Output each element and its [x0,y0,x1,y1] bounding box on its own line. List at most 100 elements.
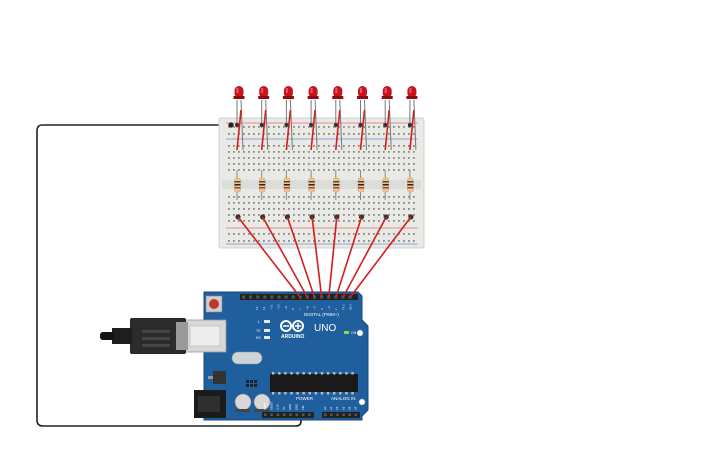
breadboard-hole[interactable] [228,133,230,135]
breadboard-hole[interactable] [258,220,260,222]
breadboard-hole[interactable] [303,126,305,128]
breadboard-hole[interactable] [368,169,370,171]
breadboard-hole[interactable] [348,126,350,128]
breadboard-hole[interactable] [343,133,345,135]
breadboard-hole[interactable] [313,133,315,135]
breadboard-hole[interactable] [368,145,370,147]
breadboard-hole[interactable] [243,169,245,171]
breadboard-hole[interactable] [403,133,405,135]
breadboard-hole[interactable] [393,126,395,128]
breadboard-hole[interactable] [328,220,330,222]
breadboard-hole[interactable] [278,214,280,216]
breadboard-hole[interactable] [358,240,360,242]
breadboard-hole[interactable] [298,133,300,135]
breadboard-hole[interactable] [373,220,375,222]
breadboard-hole[interactable] [258,240,260,242]
usb-cable-icon[interactable] [100,318,188,354]
breadboard-hole[interactable] [363,157,365,159]
breadboard-hole[interactable] [348,133,350,135]
breadboard-hole[interactable] [313,151,315,153]
breadboard-hole[interactable] [298,196,300,198]
breadboard-hole[interactable] [388,208,390,210]
breadboard-hole[interactable] [303,208,305,210]
breadboard-hole[interactable] [353,151,355,153]
breadboard-hole[interactable] [368,240,370,242]
breadboard-hole[interactable] [273,151,275,153]
breadboard-hole[interactable] [343,157,345,159]
icsp-header[interactable] [246,380,257,387]
breadboard-hole[interactable] [228,126,230,128]
breadboard-hole[interactable] [338,163,340,165]
breadboard-hole[interactable] [338,202,340,204]
breadboard-hole[interactable] [253,233,255,235]
breadboard-hole[interactable] [258,169,260,171]
breadboard-hole[interactable] [258,208,260,210]
breadboard-hole[interactable] [328,214,330,216]
breadboard-hole[interactable] [383,133,385,135]
breadboard-hole[interactable] [413,208,415,210]
breadboard-hole[interactable] [393,208,395,210]
breadboard-hole[interactable] [333,220,335,222]
breadboard-hole[interactable] [228,169,230,171]
breadboard-hole[interactable] [383,233,385,235]
breadboard-hole[interactable] [378,145,380,147]
header-pin[interactable] [289,413,292,417]
led-wire[interactable] [335,109,341,151]
breadboard-hole[interactable] [343,202,345,204]
breadboard-hole[interactable] [318,133,320,135]
breadboard-hole[interactable] [403,208,405,210]
breadboard-hole[interactable] [293,202,295,204]
breadboard-hole[interactable] [243,163,245,165]
breadboard-hole[interactable] [373,163,375,165]
breadboard-hole[interactable] [278,169,280,171]
breadboard-hole[interactable] [373,126,375,128]
breadboard-hole[interactable] [378,202,380,204]
breadboard-hole[interactable] [263,202,265,204]
breadboard-hole[interactable] [343,169,345,171]
breadboard-hole[interactable] [393,157,395,159]
breadboard-hole[interactable] [368,220,370,222]
breadboard-hole[interactable] [343,196,345,198]
breadboard-hole[interactable] [408,133,410,135]
breadboard-hole[interactable] [243,133,245,135]
breadboard-hole[interactable] [283,208,285,210]
breadboard-hole[interactable] [358,163,360,165]
breadboard-hole[interactable] [348,196,350,198]
breadboard-hole[interactable] [328,208,330,210]
breadboard-hole[interactable] [403,169,405,171]
header-pin[interactable] [342,413,345,417]
breadboard-hole[interactable] [328,163,330,165]
breadboard-hole[interactable] [308,214,310,216]
breadboard-hole[interactable] [248,196,250,198]
breadboard-hole[interactable] [233,208,235,210]
header-pin[interactable] [305,295,309,299]
breadboard-hole[interactable] [353,126,355,128]
breadboard-hole[interactable] [368,157,370,159]
breadboard-hole[interactable] [373,202,375,204]
breadboard-hole[interactable] [228,202,230,204]
breadboard-hole[interactable] [233,169,235,171]
breadboard-hole[interactable] [233,214,235,216]
breadboard-hole[interactable] [258,126,260,128]
breadboard-hole[interactable] [283,214,285,216]
breadboard-hole[interactable] [353,169,355,171]
breadboard-hole[interactable] [243,202,245,204]
breadboard-hole[interactable] [243,157,245,159]
header-pin[interactable] [256,295,260,299]
breadboard-hole[interactable] [273,157,275,159]
breadboard-hole[interactable] [273,145,275,147]
breadboard-hole[interactable] [248,163,250,165]
breadboard-hole[interactable] [283,202,285,204]
breadboard-hole[interactable] [253,202,255,204]
breadboard-hole[interactable] [363,163,365,165]
breadboard-hole[interactable] [378,133,380,135]
breadboard-hole[interactable] [318,169,320,171]
breadboard-hole[interactable] [408,214,410,216]
breadboard-hole[interactable] [293,240,295,242]
breadboard-hole[interactable] [393,202,395,204]
breadboard-hole[interactable] [313,157,315,159]
breadboard-hole[interactable] [373,157,375,159]
breadboard-hole[interactable] [358,133,360,135]
breadboard-hole[interactable] [333,233,335,235]
breadboard-hole[interactable] [363,214,365,216]
